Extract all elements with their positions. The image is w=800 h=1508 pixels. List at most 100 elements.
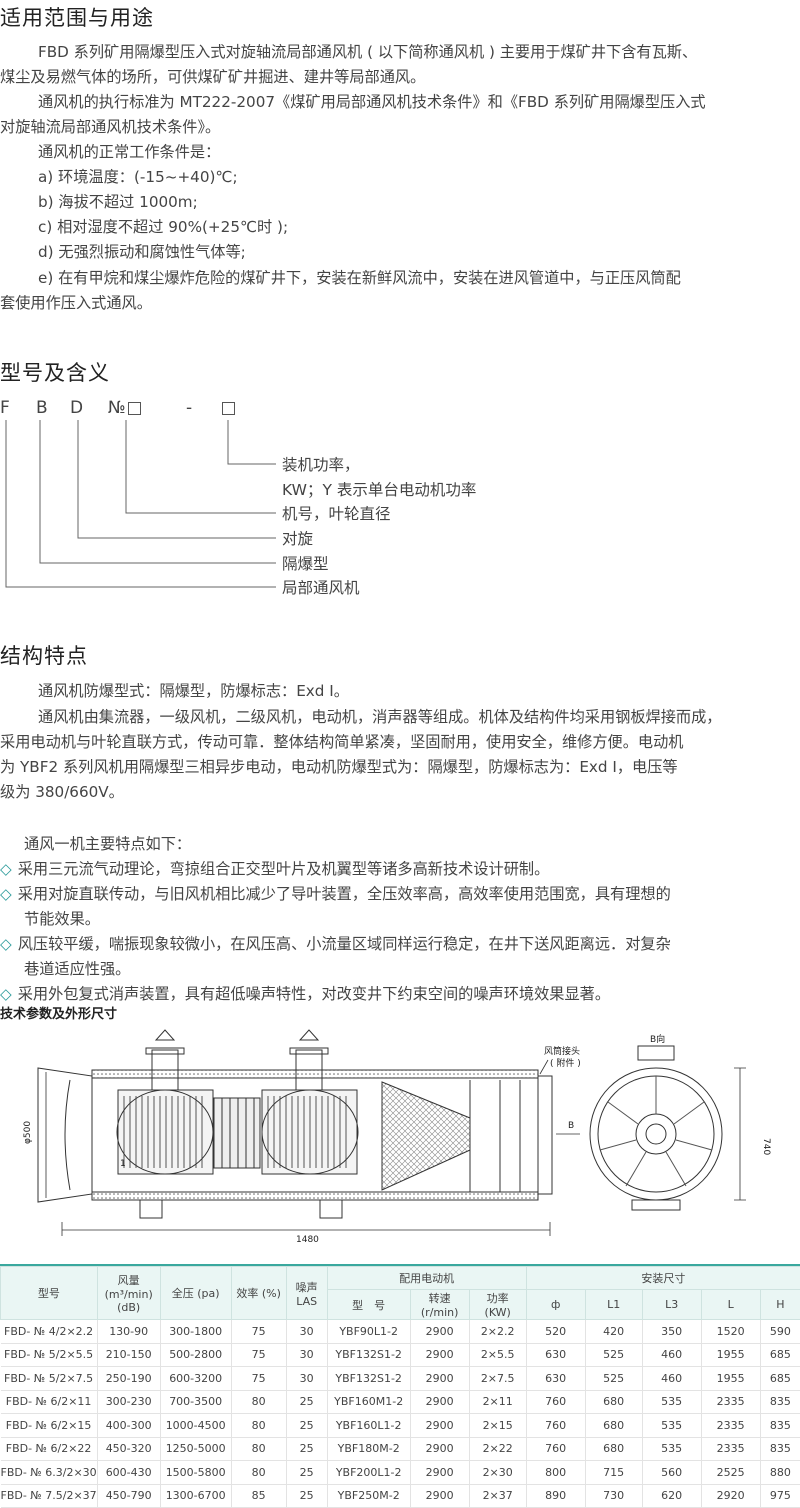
table-cell: 25 [286, 1461, 327, 1485]
condition-item: 套使用作压入式通风。 [0, 291, 800, 316]
table-cell: 835 [760, 1390, 800, 1414]
table-cell: 1250-5000 [160, 1437, 231, 1461]
table-cell: 25 [286, 1437, 327, 1461]
table-cell: 600-430 [97, 1461, 160, 1485]
section-title-model: 型号及含义 [0, 357, 110, 387]
table-cell: 590 [760, 1320, 800, 1344]
table-cell: 500-2800 [160, 1343, 231, 1367]
table-cell: 800 [526, 1461, 585, 1485]
table-cell: 2900 [410, 1484, 469, 1508]
table-cell: 450-790 [97, 1484, 160, 1508]
feature-item-cont: 巷道适应性强。 [24, 957, 130, 982]
model-label-power-detail: KW；Y 表示单台电动机功率 [282, 478, 476, 500]
table-cell: 1955 [701, 1343, 760, 1367]
table-cell: 2900 [410, 1367, 469, 1391]
paragraph-line: 对旋轴流局部通风机技术条件》。 [0, 115, 800, 140]
paragraph-line: 采用电动机与叶轮直联方式，传动可靠．整体结构简单紧凑，坚固耐用，使用安全，维修方… [0, 730, 800, 755]
table-cell: 2×15 [469, 1414, 526, 1438]
placeholder-box [222, 402, 235, 415]
diamond-bullet-icon: ◇ [0, 885, 12, 903]
table-cell: 525 [585, 1367, 642, 1391]
table-cell: 300-230 [97, 1390, 160, 1414]
condition-item: d) 无强烈振动和腐蚀性气体等; [0, 240, 800, 265]
label-part-1: 1 [120, 1159, 126, 1169]
label-b: B [568, 1121, 574, 1131]
model-label-power: 装机功率， [282, 453, 360, 475]
table-cell: 2335 [701, 1437, 760, 1461]
table-cell: 2920 [701, 1484, 760, 1508]
diamond-bullet-icon: ◇ [0, 935, 12, 953]
diamond-bullet-icon: ◇ [0, 860, 12, 878]
model-code-d: D [70, 398, 83, 418]
table-cell: 835 [760, 1437, 800, 1461]
table-cell: 210-150 [97, 1343, 160, 1367]
table-cell: 2×37 [469, 1484, 526, 1508]
table-cell: 2×2.2 [469, 1320, 526, 1344]
table-cell: YBF132S1-2 [327, 1367, 410, 1391]
table-cell: 630 [526, 1367, 585, 1391]
table-cell: 685 [760, 1343, 800, 1367]
label-b-direction: B向 [650, 1033, 665, 1045]
table-cell: 300-1800 [160, 1320, 231, 1344]
model-label-size: 机号，叶轮直径 [282, 502, 391, 524]
table-cell: 600-3200 [160, 1367, 231, 1391]
table-cell: 85 [231, 1484, 286, 1508]
paragraph-line: 通风机的执行标准为 MT222-2007《煤矿用局部通风机技术条件》和《FBD … [0, 90, 800, 115]
table-cell: 80 [231, 1390, 286, 1414]
table-cell: FBD- № 5/2×5.5 [1, 1343, 98, 1367]
condition-item: a) 环境温度：(-15~+40)℃; [0, 165, 800, 190]
table-cell: 1000-4500 [160, 1414, 231, 1438]
model-label-contra: 对旋 [282, 527, 313, 549]
table-cell: 2900 [410, 1320, 469, 1344]
col-power: 功率(KW) [469, 1290, 526, 1320]
col-efficiency: 效率 (%) [231, 1267, 286, 1320]
paragraph-line: 级为 380/660V。 [0, 780, 800, 805]
dim-740: 740 [761, 1138, 771, 1155]
table-cell: YBF250M-2 [327, 1484, 410, 1508]
table-cell: 25 [286, 1484, 327, 1508]
table-cell: 535 [642, 1390, 701, 1414]
table-cell: 25 [286, 1414, 327, 1438]
table-cell: 760 [526, 1437, 585, 1461]
table-cell: 2525 [701, 1461, 760, 1485]
table-cell: FBD- № 6.3/2×30 [1, 1461, 98, 1485]
table-cell: 680 [585, 1414, 642, 1438]
table-cell: FBD- № 5/2×7.5 [1, 1367, 98, 1391]
table-cell: 30 [286, 1320, 327, 1344]
table-cell: 2×11 [469, 1390, 526, 1414]
table-cell: FBD- № 7.5/2×37 [1, 1484, 98, 1508]
table-cell: 760 [526, 1390, 585, 1414]
table-cell: FBD- № 6/2×11 [1, 1390, 98, 1414]
col-speed: 转速(r/min) [410, 1290, 469, 1320]
table-cell: 2900 [410, 1414, 469, 1438]
table-cell: 890 [526, 1484, 585, 1508]
table-cell: 700-3500 [160, 1390, 231, 1414]
table-cell: 2900 [410, 1343, 469, 1367]
table-cell: 1300-6700 [160, 1484, 231, 1508]
table-cell: 350 [642, 1320, 701, 1344]
table-cell: 620 [642, 1484, 701, 1508]
table-cell: 2335 [701, 1414, 760, 1438]
feature-item: ◇采用对旋直联传动，与旧风机相比减少了导叶装置，全压效率高，高效率使用范围宽，具… [0, 882, 671, 907]
diamond-bullet-icon: ◇ [0, 985, 12, 1003]
table-cell: 730 [585, 1484, 642, 1508]
col-airflow: 风量(m³/min)(dB) [97, 1267, 160, 1320]
table-cell: 835 [760, 1414, 800, 1438]
table-cell: 25 [286, 1390, 327, 1414]
table-cell: 975 [760, 1484, 800, 1508]
table-cell: FBD- № 4/2×2.2 [1, 1320, 98, 1344]
table-cell: 880 [760, 1461, 800, 1485]
col-group-install: 安装尺寸 [526, 1267, 800, 1290]
table-cell: 420 [585, 1320, 642, 1344]
feature-item: ◇采用三元流气动理论，弯掠组合正交型叶片及机翼型等诸多高新技术设计研制。 [0, 857, 549, 882]
dim-1480: 1480 [296, 1235, 319, 1245]
label-attachment: ( 附件 ) [550, 1057, 581, 1069]
col-h: H [760, 1290, 800, 1320]
model-label-local: 局部通风机 [282, 576, 360, 598]
